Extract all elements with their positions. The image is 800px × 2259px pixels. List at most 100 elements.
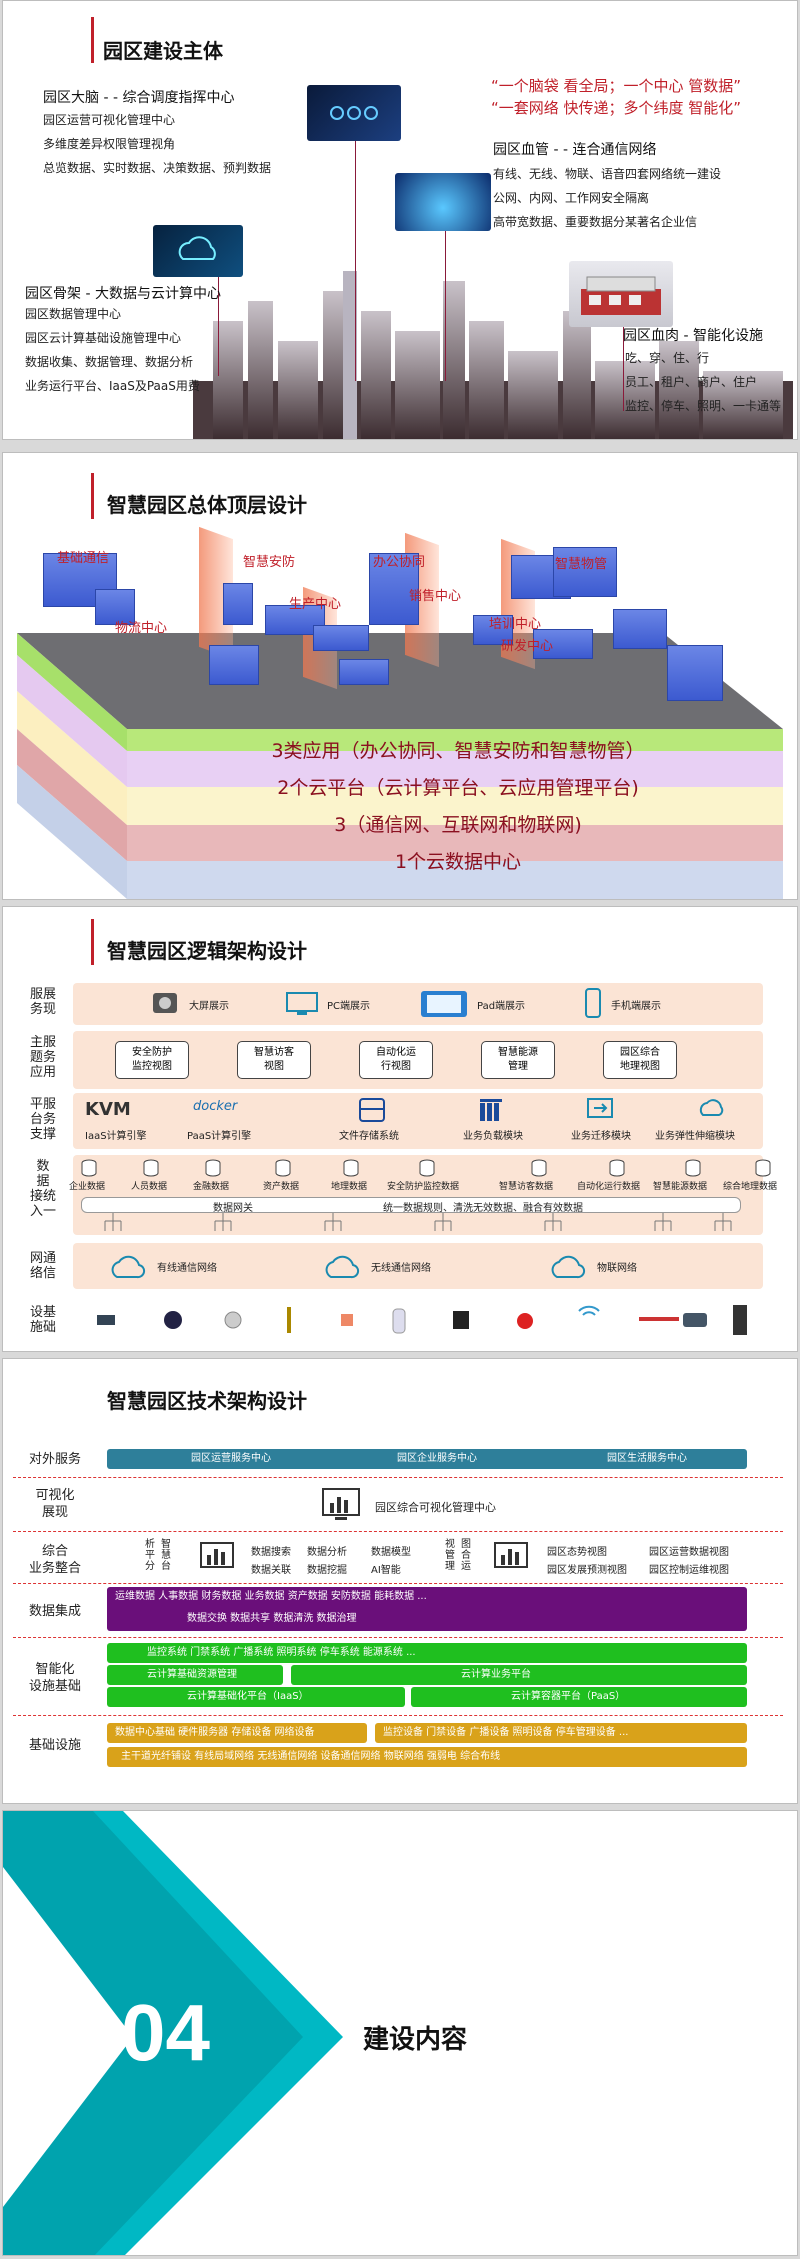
slide-logical-architecture: 智慧园区逻辑架构设计 服展务现 大屏展示 PC端展示 Pad端展示 手机端展示 … [2, 906, 798, 1352]
divider [13, 1637, 783, 1638]
cloud-item: 云计算容器平台（PaaS） [511, 1691, 626, 1702]
flesh-line: 吃、穿、住、行 [625, 351, 710, 365]
layer-cloud-platforms: 2个云平台（云计算平台、云应用管理平台) [277, 777, 639, 799]
street-light-icon [287, 1307, 291, 1333]
slide-title: 园区建设主体 [103, 39, 223, 63]
camera-icon [97, 1315, 115, 1325]
infra-item: 数据中心基础 硬件服务器 存储设备 网络设备 [115, 1727, 315, 1738]
data-source-label: 安全防护监控数据 [387, 1182, 460, 1192]
business-integration-item: 数据模型 [371, 1547, 411, 1558]
analytics-monitor-icon [200, 1542, 234, 1568]
platform-item: 业务弹性伸缩模块 [655, 1131, 735, 1142]
network-label: 有线通信网络 [157, 1263, 217, 1274]
brain-line: 多维度差异权限管理视角 [43, 137, 176, 151]
infra-item: 主干道光纤铺设 有线局域网络 无线通信网络 设备通信网络 物联网络 强弱电 综合… [121, 1751, 501, 1762]
facility-item: 监控系统 门禁系统 广播系统 照明系统 停车系统 能源系统 ... [147, 1647, 416, 1658]
title-accent-bar [91, 17, 94, 63]
zone-label: 物流中心 [115, 621, 168, 636]
service-item: 园区生活服务中心 [607, 1453, 687, 1464]
data-rule-label: 统一数据规则、清洗无效数据、融合有效数据 [383, 1203, 583, 1214]
cloud-item: 云计算基础资源管理 [147, 1669, 237, 1680]
data-gateway-bar [81, 1197, 741, 1213]
row-label: 网通络信 [29, 1251, 56, 1281]
building-block [223, 583, 253, 625]
row-label: 设基施础 [29, 1305, 56, 1335]
building-block [209, 645, 259, 685]
slide-overall-top-design: 智慧园区总体顶层设计 基础通信 智慧安防 办公协同 智慧物管 物流中心 生产中心… [2, 452, 798, 900]
alarm-icon [517, 1313, 533, 1329]
skeleton-line: 园区数据管理中心 [25, 307, 122, 321]
load-module-icon [480, 1099, 502, 1121]
zone-label: 办公协同 [373, 555, 426, 570]
brain-dashboard-image [307, 85, 401, 141]
data-integration-bar: 运维数据 人事数据 财务数据 业务数据 资产数据 安防数据 能耗数据 ... 数… [107, 1587, 747, 1631]
display-label: 大屏展示 [189, 1001, 229, 1012]
elastic-scaling-icon [699, 1099, 724, 1116]
zone-label: 销售中心 [409, 589, 462, 604]
building-block [313, 625, 369, 651]
network-image [395, 173, 491, 231]
service-item: 园区运营服务中心 [191, 1453, 271, 1464]
connector-line [623, 301, 624, 411]
slide-title: 智慧园区总体顶层设计 [107, 493, 307, 517]
gateway-label: 数据网关 [213, 1203, 253, 1214]
divider [13, 1583, 783, 1584]
slogan-line: “一个脑袋 看全局；一个中心 管数据” [491, 77, 742, 95]
row-label: 数据集成 [28, 1604, 81, 1619]
visualization-center: 园区综合可视化管理中心 [375, 1501, 496, 1514]
platform-item: PaaS计算引擎 [187, 1131, 252, 1142]
zone-label: 培训中心 [489, 617, 542, 632]
building-block [533, 629, 593, 659]
migration-icon [587, 1098, 613, 1118]
zone-label: 基础通信 [57, 551, 110, 566]
analysis-platform-label: 智慧台 [161, 1539, 171, 1572]
paas-bar: 云计算容器平台（PaaS） [411, 1687, 747, 1707]
row-label: 可视化展现 [35, 1488, 75, 1520]
skeleton-line: 业务运行平台、IaaS及PaaS用费 [25, 379, 200, 393]
slide-technical-architecture: 智慧园区技术架构设计 对外服务 园区运营服务中心 园区企业服务中心 园区生活服务… [2, 1358, 798, 1804]
row-label: 服展务现 [29, 987, 56, 1017]
analytics-monitor-icon [494, 1542, 528, 1568]
service-item: 园区企业服务中心 [397, 1453, 477, 1464]
skeleton-heading: 园区骨架 - 大数据与云计算中心 [25, 286, 221, 302]
business-integration-item: 数据搜索 [251, 1547, 291, 1558]
data-integration-item: 数据交换 数据共享 数据清洗 数据治理 [187, 1613, 357, 1624]
infrastructure-device-icons [97, 1305, 747, 1335]
database-icon [419, 1159, 435, 1177]
network-label: 无线通信网络 [371, 1263, 431, 1274]
data-source-label: 自动化运行数据 [577, 1182, 641, 1192]
network-row: 有线通信网络 无线通信网络 物联网络 [73, 1243, 763, 1289]
view-item: 园区运营数据视图 [649, 1547, 729, 1558]
row-label: 对外服务 [28, 1452, 81, 1467]
brain-line: 总览数据、实时数据、决策数据、预判数据 [43, 161, 272, 175]
flesh-line: 监控、停车、照明、一卡通等 [625, 399, 782, 413]
facility-system-bar: 监控系统 门禁系统 广播系统 照明系统 停车系统 能源系统 ... [107, 1643, 747, 1663]
infrastructure-row [73, 1297, 763, 1343]
access-control-icon [164, 1311, 182, 1329]
sensor-icon [224, 1311, 242, 1329]
section-title: 建设内容 [363, 2025, 468, 2055]
connector-line [355, 131, 356, 381]
database-icon [755, 1159, 771, 1177]
cloud-network-icon [111, 1255, 146, 1279]
slogan-line: “一套网络 快传递；多个纬度 智能化” [491, 99, 742, 117]
flesh-line: 员工、租户、商户、住户 [625, 375, 758, 389]
display-label: 手机端展示 [611, 1001, 661, 1012]
bulb-icon [392, 1308, 406, 1334]
section-arrow-shape [3, 1811, 343, 2255]
view-item: 园区态势视图 [547, 1547, 607, 1558]
database-icon [81, 1159, 97, 1177]
slide-section-divider: 04 建设内容 [2, 1810, 798, 2256]
theme-app-item: 安全防护监控视图 [115, 1041, 189, 1079]
data-source-label: 地理数据 [331, 1182, 368, 1192]
data-source-label: 企业数据 [69, 1182, 106, 1192]
theme-app-item: 自动化运行视图 [359, 1041, 433, 1079]
zone-label: 智慧物管 [555, 557, 608, 572]
database-icon [343, 1159, 359, 1177]
building-block [613, 609, 667, 649]
data-source-label: 综合地理数据 [723, 1182, 778, 1192]
building-block [473, 615, 513, 645]
platform-item: 业务迁移模块 [571, 1131, 631, 1142]
phone-icon [585, 988, 601, 1018]
skeleton-line: 数据收集、数据管理、数据分析 [25, 355, 194, 369]
